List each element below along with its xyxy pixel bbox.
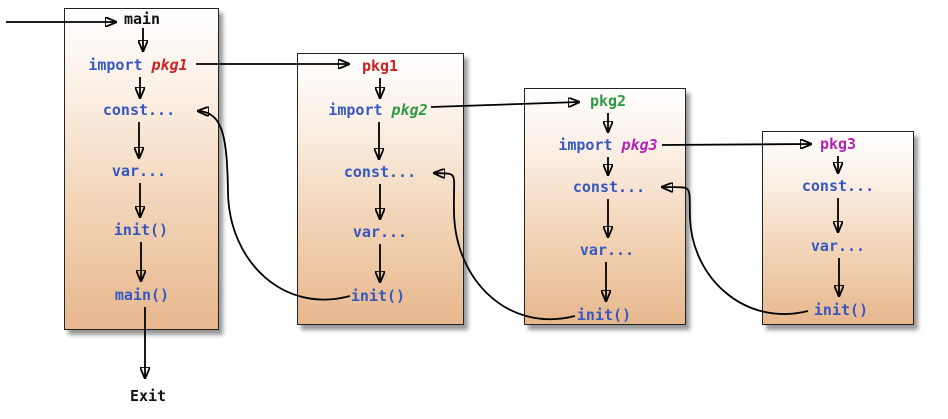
return-arrow-pkg1-init-to-main-const (198, 111, 351, 301)
main-const: const... (102, 101, 176, 119)
pkg2-init: init() (576, 306, 632, 324)
pkg2-const: const... (572, 178, 646, 196)
pkg3-title: pkg3 (819, 135, 857, 153)
pkg1-const: const... (343, 163, 417, 181)
arrow-import-pkg3 (661, 144, 811, 145)
pkg2-import-pkg3: pkg3 (621, 136, 658, 154)
pkg3-const: const... (801, 177, 875, 195)
pkg1-import-keyword: import (328, 101, 383, 119)
pkg2-title: pkg2 (589, 92, 627, 110)
main-import-line: import pkg1 (88, 56, 187, 74)
main-init: init() (113, 221, 169, 239)
main-title: main (123, 10, 161, 28)
pkg1-var: var... (352, 223, 408, 241)
pkg2-import-keyword: import (558, 136, 613, 154)
pkg1-title: pkg1 (361, 57, 399, 75)
exit-label: Exit (129, 387, 167, 405)
main-var: var... (111, 162, 167, 180)
return-arrow-pkg3-init-to-pkg2-const (662, 187, 809, 315)
pkg2-import-line: import pkg3 (558, 136, 657, 154)
main-mainfn: main() (114, 286, 170, 304)
main-import-pkg1: pkg1 (151, 56, 188, 74)
pkg2-var: var... (579, 241, 635, 259)
pkg1-init: init() (350, 287, 406, 305)
pkg1-import-line: import pkg2 (328, 101, 427, 119)
pkg1-import-pkg2: pkg2 (391, 101, 428, 119)
return-arrow-pkg2-init-to-pkg1-const (434, 173, 576, 321)
pkg3-var: var... (810, 237, 866, 255)
arrow-import-pkg2 (430, 102, 579, 108)
pkg3-init: init() (813, 301, 869, 319)
main-import-keyword: import (88, 56, 143, 74)
